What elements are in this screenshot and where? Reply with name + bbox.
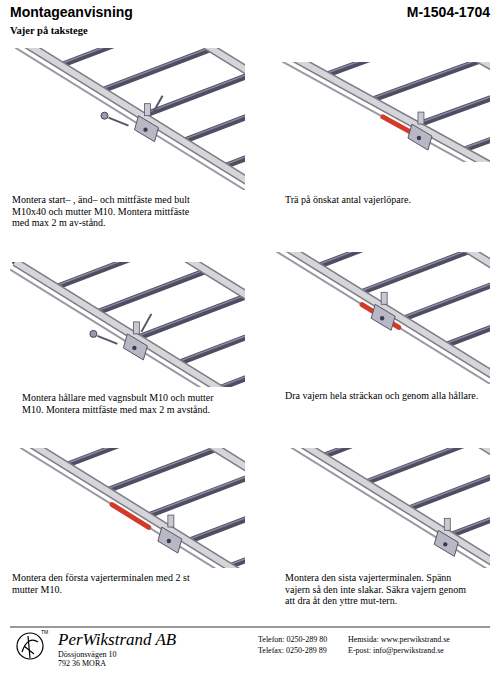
phone: Telefon: 0250-289 80: [258, 635, 348, 644]
document-number: M-1504-1704: [330, 4, 490, 20]
wire-terminal: [112, 505, 149, 528]
roof-ladder: [276, 62, 490, 162]
roof-ladder: [20, 448, 245, 568]
step-caption: Montera hållare med vagnsbult M10 och mu…: [22, 392, 222, 415]
footer-rule: [10, 627, 490, 628]
address: 792 36 MORA: [58, 659, 238, 668]
fax: Telefax: 0250-289 89: [258, 646, 348, 655]
company-name: PerWikstrand AB: [58, 630, 248, 650]
subtitle: Vajer på takstege: [10, 25, 210, 37]
website: Hemsida: www.perwikstrand.se: [348, 635, 493, 644]
email: E-post: info@perwikstrand.se: [348, 646, 493, 655]
company-emblem: [17, 633, 43, 659]
bracket: [434, 518, 458, 556]
bracket: [371, 292, 395, 330]
bracket: [101, 96, 162, 142]
roof-ladder: [275, 448, 490, 568]
document-title: Montageanvisning: [10, 4, 230, 20]
roof-ladder: [270, 252, 490, 384]
bracket: [90, 314, 152, 360]
step-caption: Montera start– , änd– och mittfäste med …: [12, 194, 197, 229]
step-caption: Trä på önskat antal vajerlöpare.: [285, 194, 485, 206]
step-caption: Montera den första vajerterminalen med 2…: [12, 572, 217, 595]
roof-ladder: [15, 48, 245, 190]
step-caption: Montera den sista vajerterminalen. Spänn…: [285, 572, 475, 607]
bracket: [158, 515, 182, 553]
roof-ladder: [10, 262, 245, 387]
step-caption: Dra vajern hela sträckan och genom alla …: [285, 390, 485, 402]
address: Dössjonsvägen 10: [58, 650, 238, 659]
bracket: [408, 112, 432, 150]
